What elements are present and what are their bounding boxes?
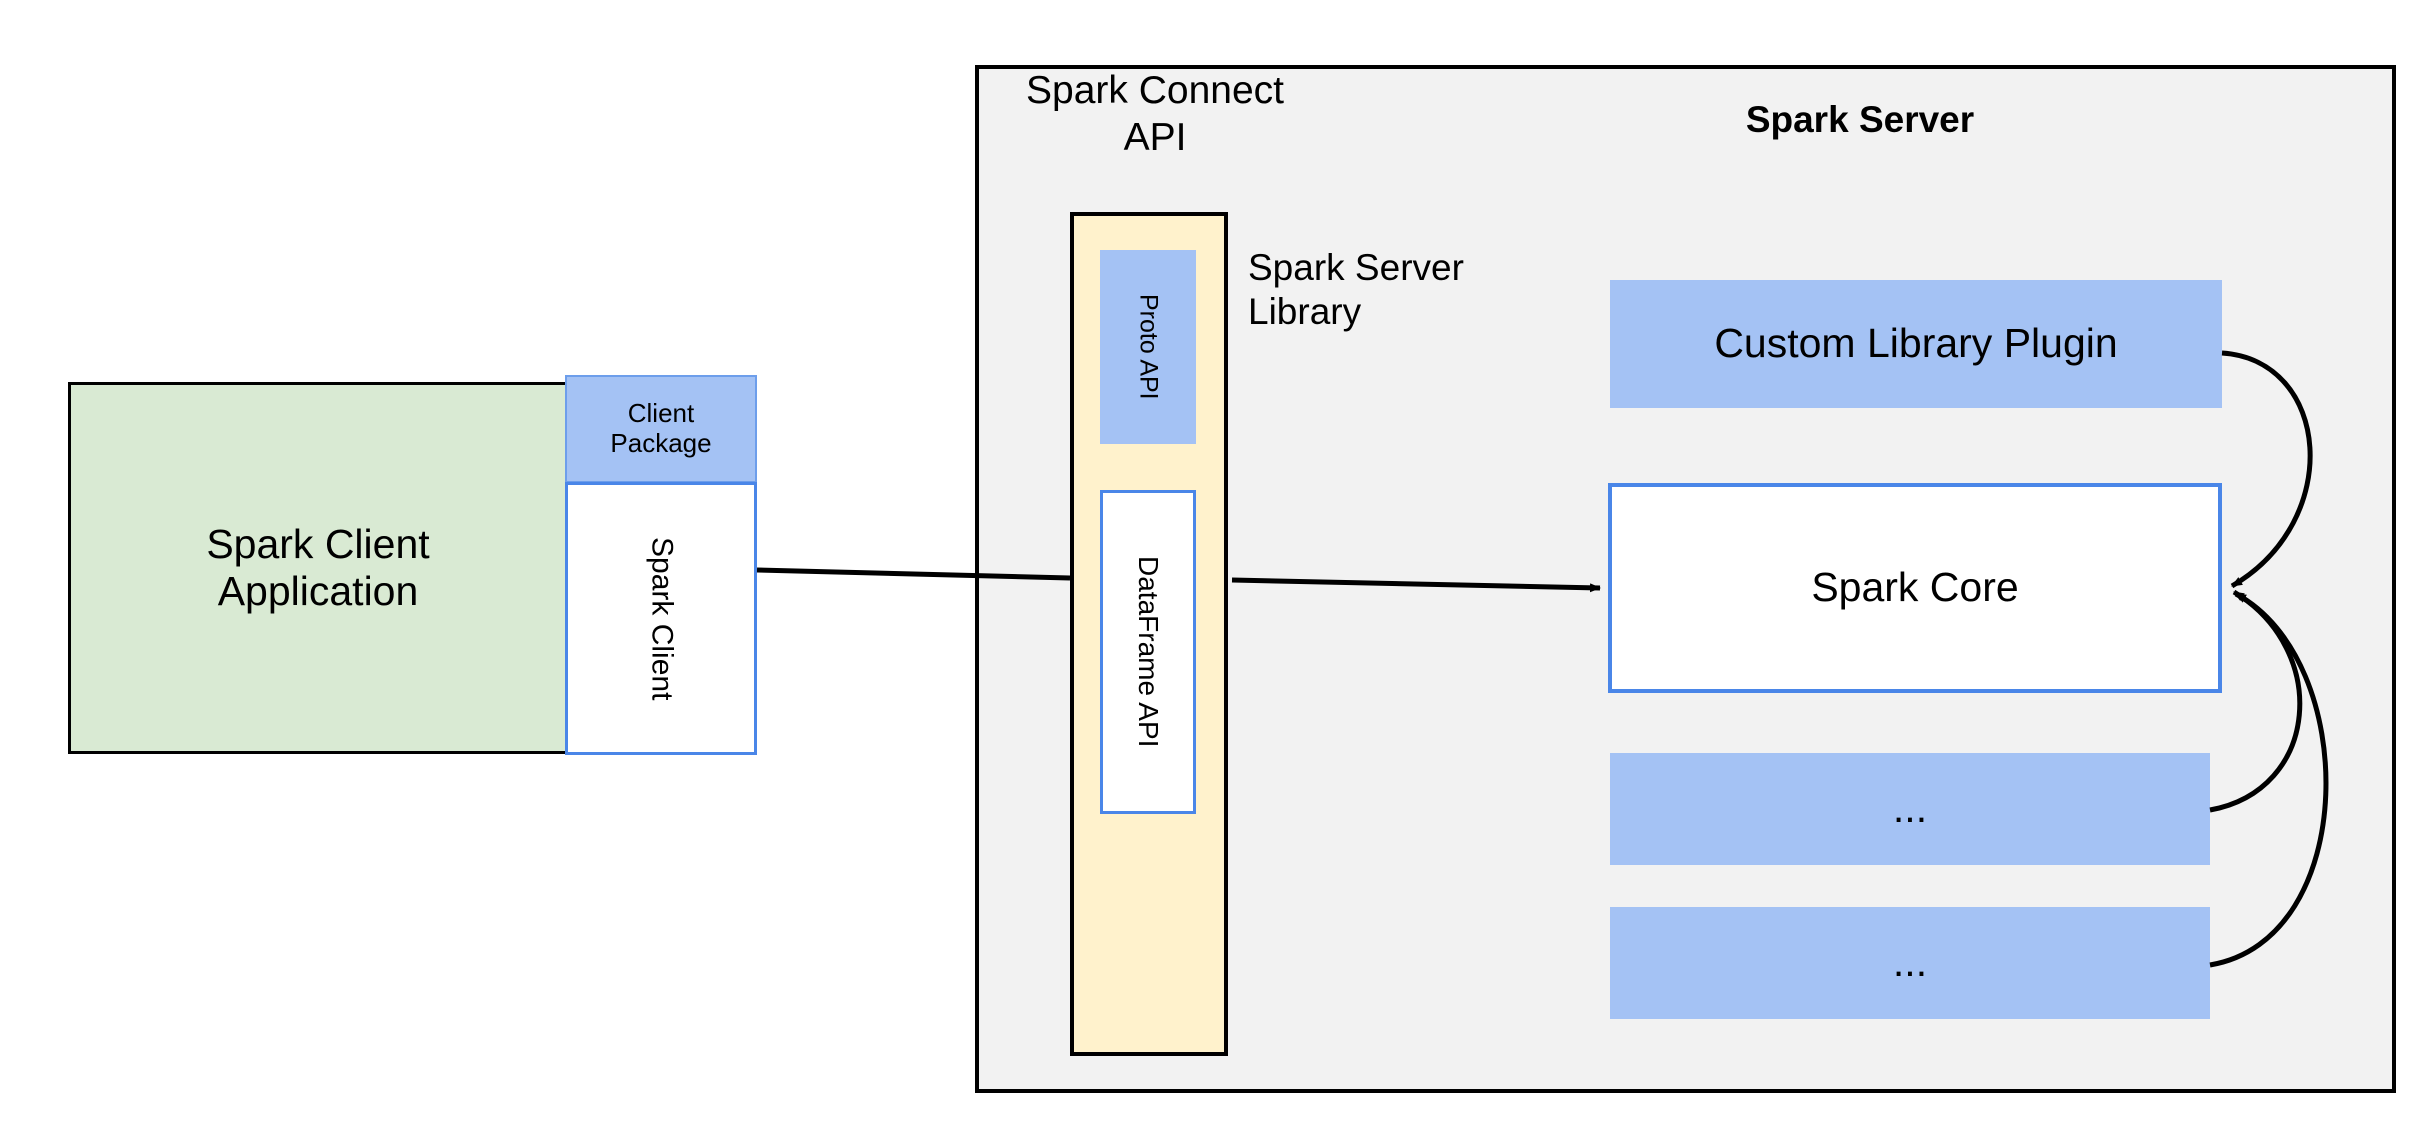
- spark-server-title: Spark Server: [1745, 99, 1975, 140]
- custom-library-plugin-box: Custom Library Plugin: [1610, 280, 2222, 408]
- dataframe-api-label: DataFrame API: [1133, 556, 1165, 748]
- proto-api-box: Proto API: [1100, 250, 1196, 444]
- spark-core-box: Spark Core: [1608, 483, 2222, 693]
- server-block-ellipsis-one: ...: [1610, 753, 2210, 865]
- proto-api-label: Proto API: [1134, 294, 1163, 400]
- spark-server-library-label: Spark Server Library: [1248, 247, 1464, 333]
- spark-connect-api-label: Spark Connect API: [1026, 69, 1284, 159]
- server-block-ellipsis-two: ...: [1610, 907, 2210, 1019]
- client-package-box: Client Package: [565, 375, 757, 483]
- spark-client-box: Spark Client: [565, 482, 757, 755]
- spark-client-label: Spark Client: [645, 536, 679, 701]
- dataframe-api-box: DataFrame API: [1100, 490, 1196, 814]
- spark-client-application-box: Spark Client Application: [68, 382, 568, 754]
